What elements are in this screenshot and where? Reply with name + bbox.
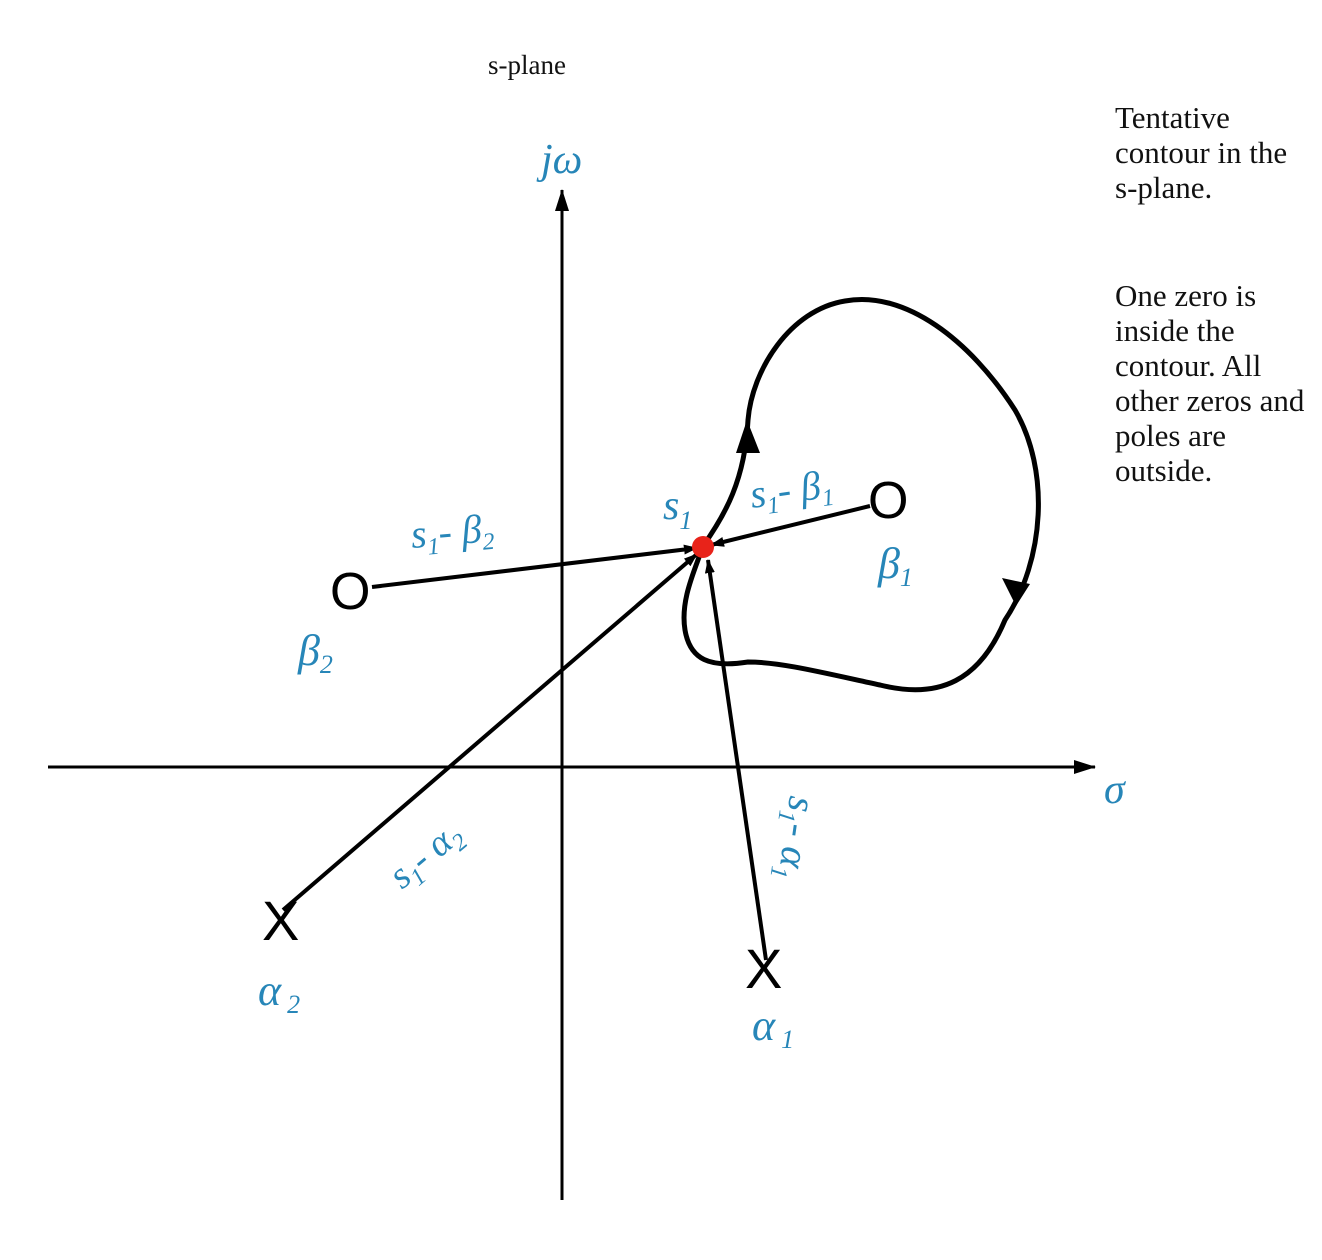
- real-axis-label: σ: [1104, 767, 1127, 813]
- zero-beta1-symbol: O: [868, 472, 908, 530]
- imaginary-axis-label: jω: [536, 137, 582, 183]
- vector-alpha2-label: s1- α2: [381, 813, 473, 901]
- vector-beta2-label: s1- β2: [409, 505, 496, 562]
- vector-alpha1: [704, 559, 768, 961]
- diagram-title: s-plane: [488, 50, 566, 80]
- vector-alpha1-label: s1- α1: [764, 793, 825, 883]
- zero-beta1-label: β1: [877, 539, 913, 592]
- zero-beta2-symbol: O: [330, 563, 370, 621]
- pole-alpha1-symbol: X: [745, 937, 782, 1000]
- zero-beta2-label: β2: [297, 626, 333, 679]
- point-s1: [692, 536, 714, 558]
- contour-arrow-up: [736, 420, 760, 453]
- vector-beta1-label: s1- β1: [747, 461, 836, 522]
- note-contour: Tentative contour in the s-plane.: [1115, 100, 1288, 205]
- pole-alpha2-symbol: X: [262, 889, 299, 952]
- vector-beta1: [710, 504, 871, 547]
- contour: [681, 297, 1041, 693]
- contour-arrow-down: [1002, 578, 1030, 606]
- vector-beta2: [371, 544, 698, 589]
- point-s1-label: s1: [663, 483, 692, 535]
- note-zeros: One zero is inside the contour. All othe…: [1115, 278, 1305, 488]
- vector-alpha2: [281, 552, 699, 912]
